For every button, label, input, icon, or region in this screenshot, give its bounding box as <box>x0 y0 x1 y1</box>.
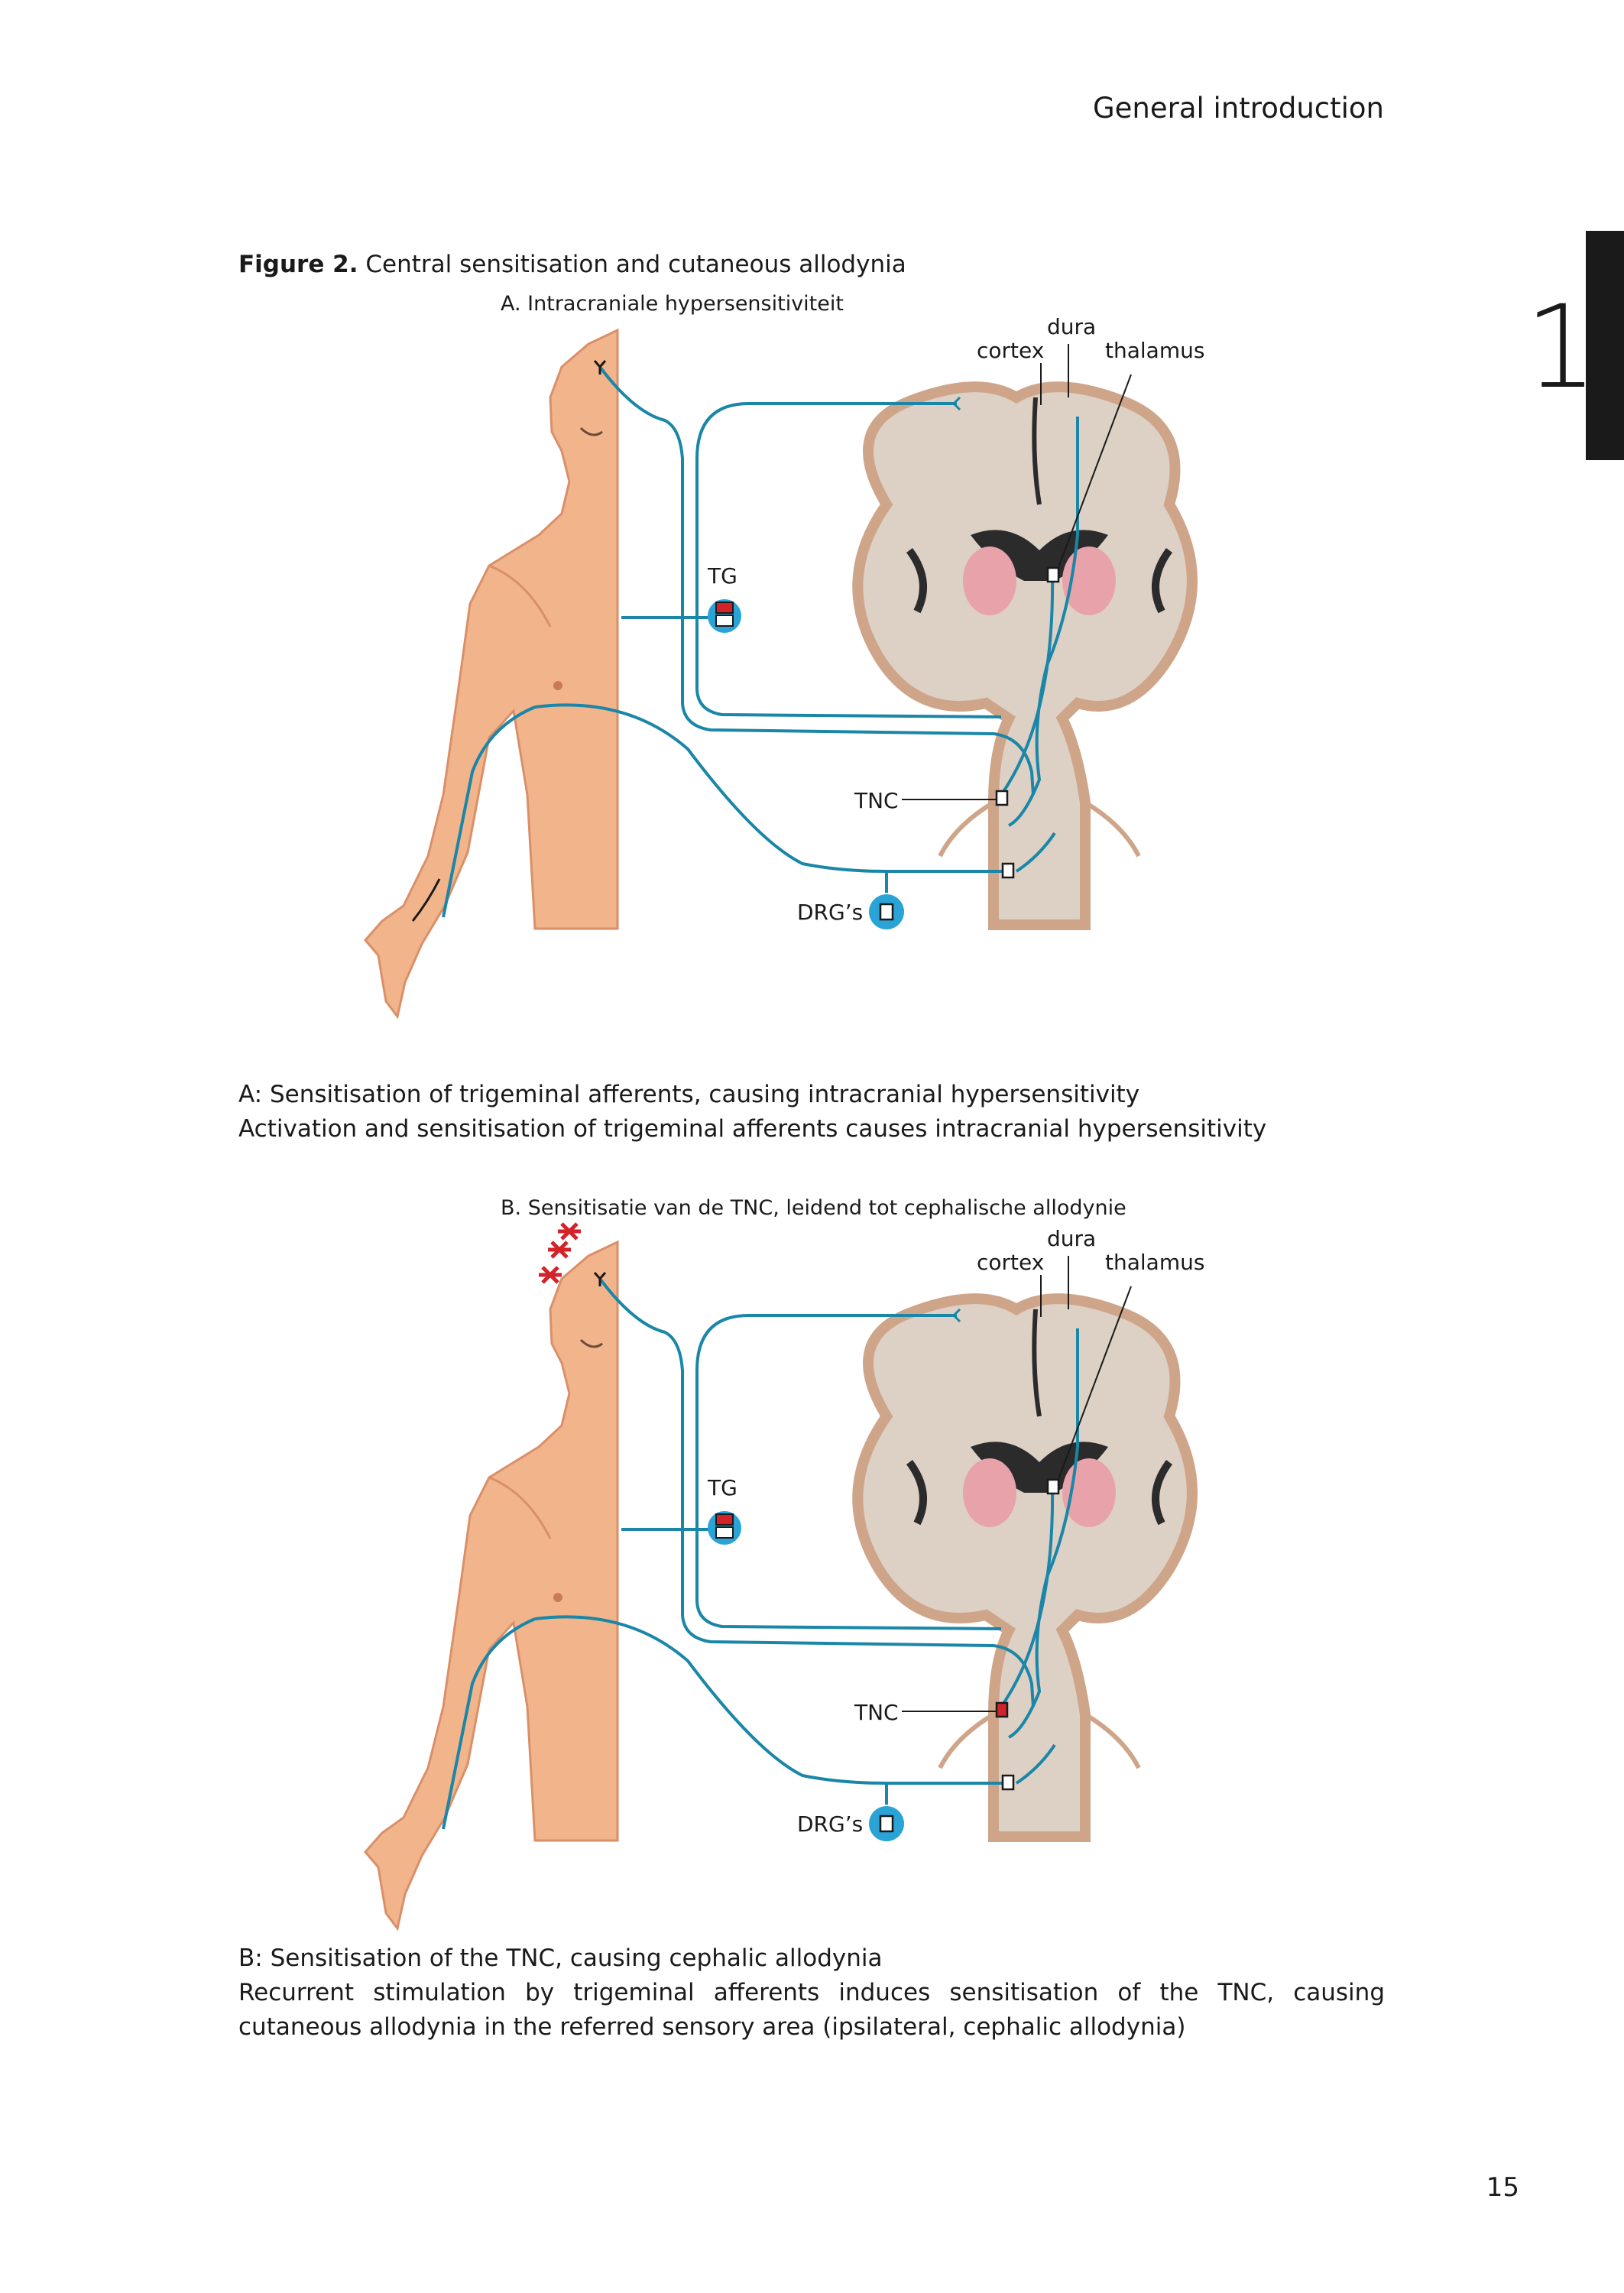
panel-a-markers <box>593 360 1060 879</box>
panel-b-label-dura: dura <box>1047 1226 1096 1251</box>
panel-b-tg-ganglion <box>708 1511 741 1545</box>
panel-b-label-tnc: TNC <box>854 1700 899 1725</box>
panel-b-nerve-pathways <box>442 1277 1079 1830</box>
panel-b-caption-heading: B: Sensitisation of the TNC, causing cep… <box>238 1944 883 1972</box>
panel-b-label-tg: TG <box>707 1475 737 1500</box>
panel-b-caption-body: Recurrent stimulation by trigeminal affe… <box>238 1979 1385 2041</box>
running-head: General introduction <box>1092 92 1384 125</box>
panel-a-label-thalamus: thalamus <box>1105 338 1204 363</box>
panel-b-drg-ganglion <box>869 1806 904 1841</box>
panel-a-brain-section <box>852 381 1198 930</box>
panel-a-label-cortex: cortex <box>977 338 1044 363</box>
chapter-tab <box>1586 231 1624 460</box>
panel-a-tg-ganglion <box>708 599 741 633</box>
panel-a-body-illustration <box>364 328 619 1020</box>
figure-label: Figure 2. <box>238 251 358 278</box>
figure-title: Central sensitisation and cutaneous allo… <box>365 251 906 278</box>
figure-caption: Figure 2. Central sensitisation and cuta… <box>238 251 906 278</box>
panel-a-caption-heading: A: Sensitisation of trigeminal afferents… <box>238 1081 1140 1108</box>
panel-b-label-drg: DRG’s <box>797 1811 863 1837</box>
panel-b-brain-section <box>852 1293 1198 1842</box>
panel-a-illustration: dura cortex thalamus TG TNC DRG’s <box>364 314 1204 1020</box>
panel-b-illustration: dura cortex thalamus TG TNC DRG’s <box>364 1222 1204 1931</box>
page-number: 15 <box>1486 2172 1519 2203</box>
chapter-number: 1 <box>1525 281 1598 414</box>
panel-a-title: A. Intracraniale hypersensitiviteit <box>501 292 844 316</box>
panel-a-label-tg: TG <box>707 563 737 589</box>
panel-b-title: B. Sensitisatie van de TNC, leidend tot … <box>501 1196 1126 1220</box>
panel-a-label-dura: dura <box>1047 314 1096 339</box>
panel-b-allodynia-marks <box>539 1222 581 1284</box>
panel-b-markers <box>593 1272 1060 1791</box>
panel-a-drg-ganglion <box>869 894 904 929</box>
panel-a-leader-lines <box>902 344 1132 800</box>
panel-a-caption-body: Activation and sensitisation of trigemin… <box>238 1115 1267 1143</box>
panel-a-label-drg: DRG’s <box>797 900 863 925</box>
panel-a-label-tnc: TNC <box>854 788 899 813</box>
panel-a-nerve-pathways <box>442 365 1079 918</box>
panel-b-label-thalamus: thalamus <box>1105 1250 1204 1275</box>
panel-b-leader-lines <box>902 1256 1132 1712</box>
panel-b-label-cortex: cortex <box>977 1250 1044 1275</box>
panel-b-body-illustration <box>364 1240 619 1931</box>
